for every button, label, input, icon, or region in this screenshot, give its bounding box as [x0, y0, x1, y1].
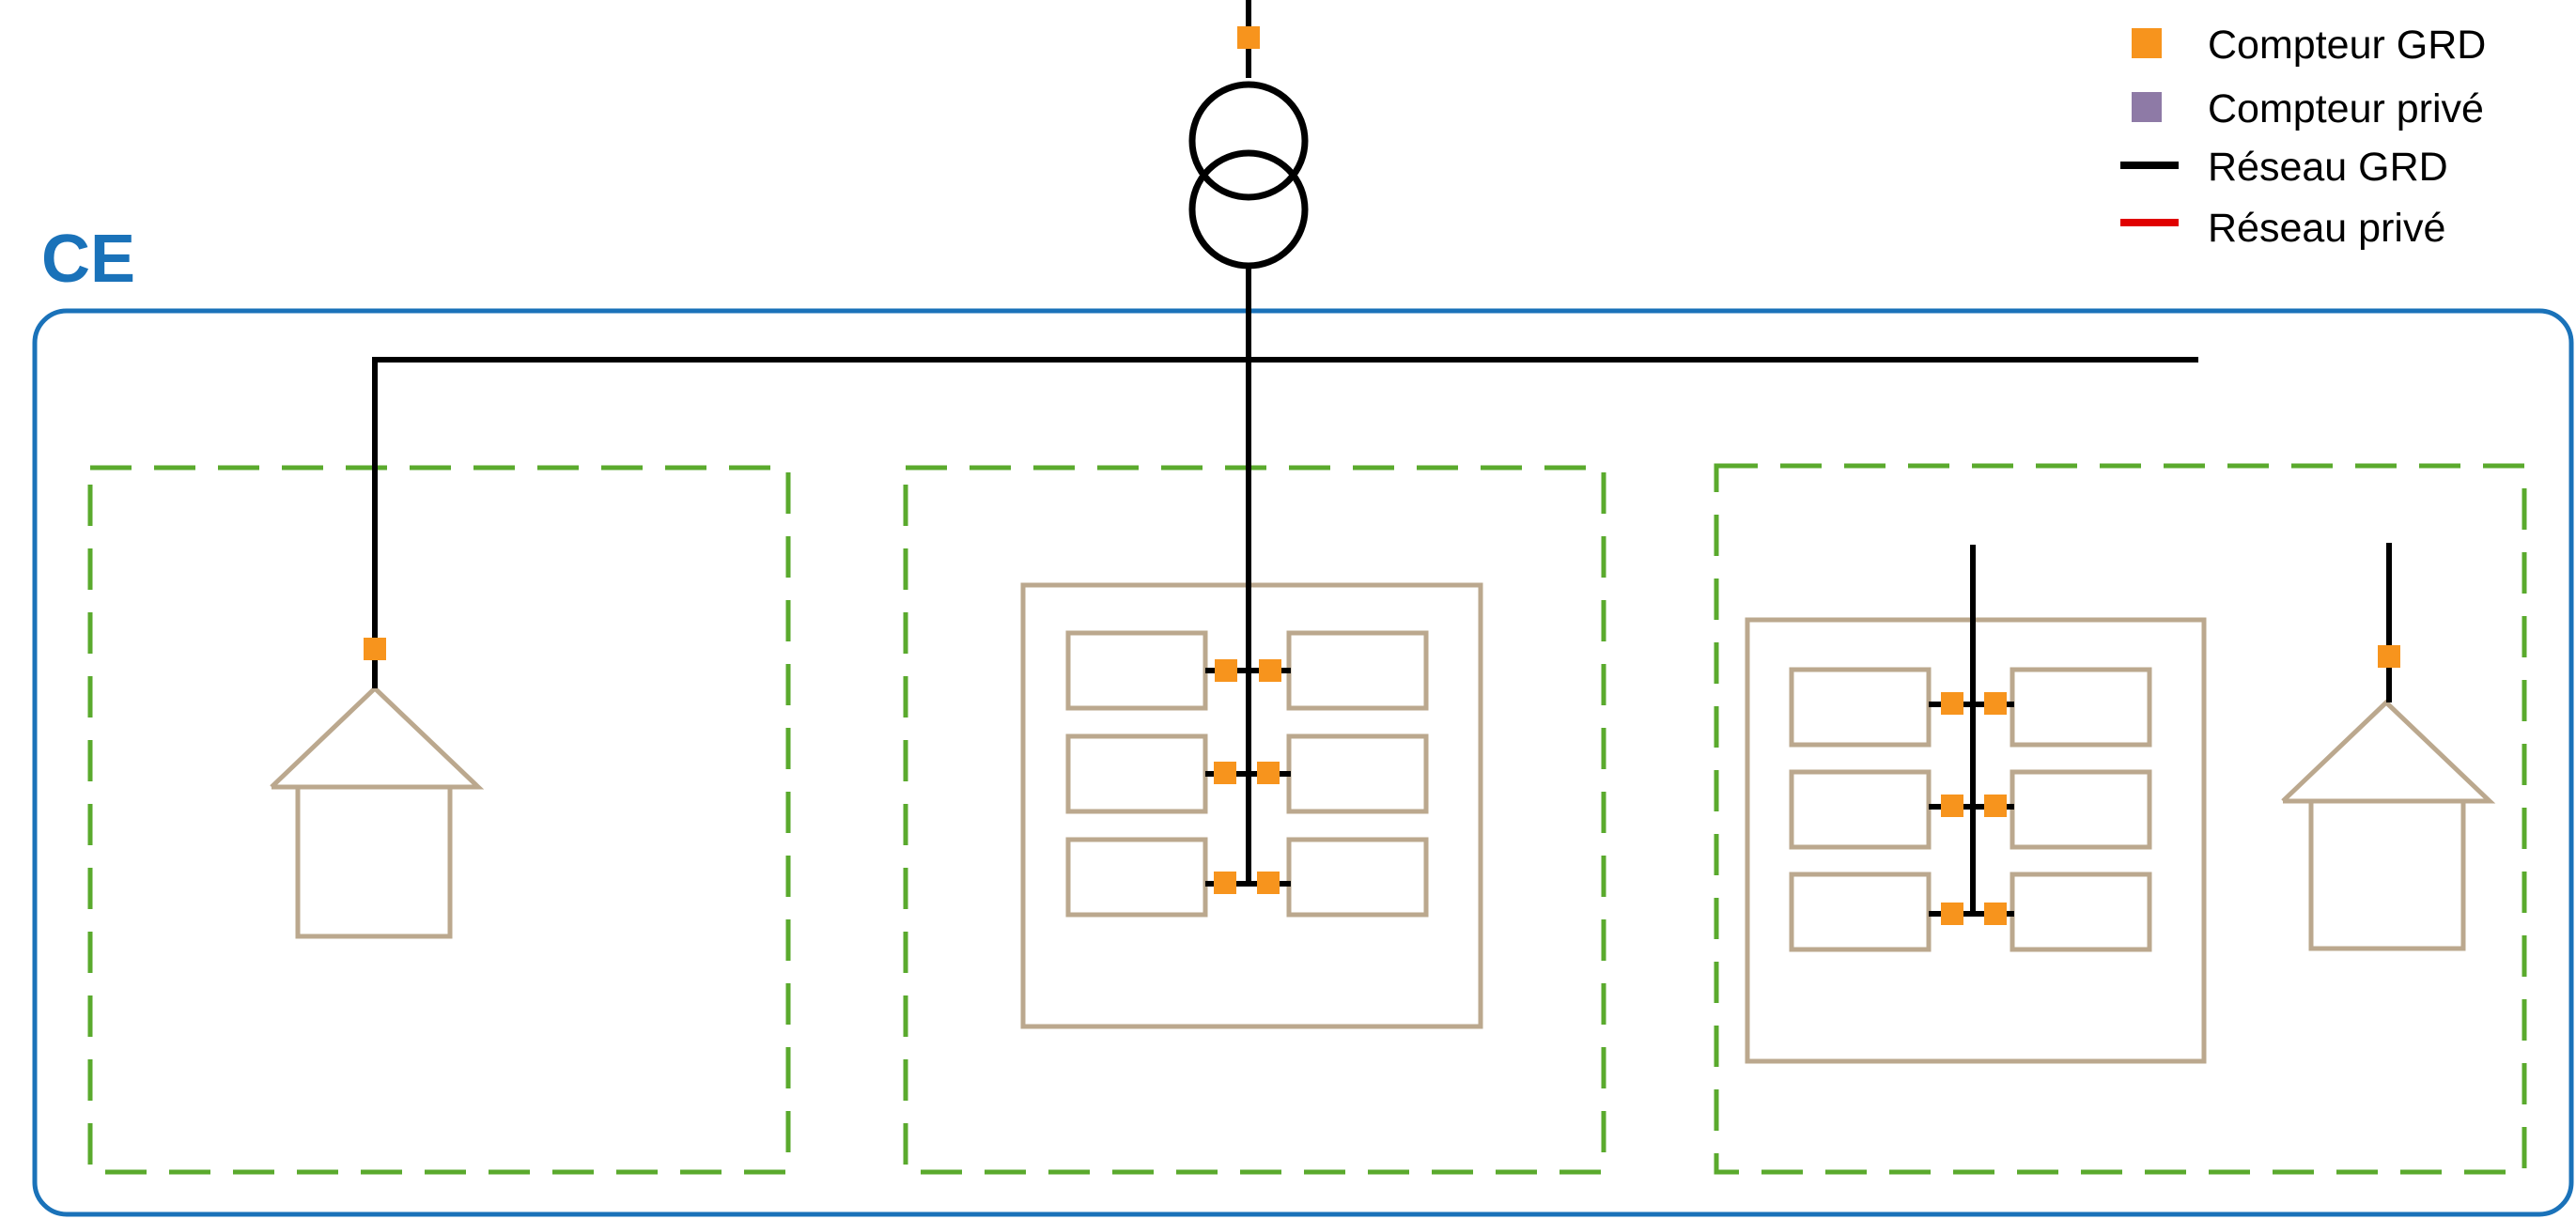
meter-icon [1214, 872, 1236, 894]
transformer-icon [1188, 81, 1309, 270]
zone-left [87, 465, 791, 1175]
meter-icon [1214, 762, 1236, 784]
meter-icon [1984, 903, 2007, 925]
legend-label-network-private: Réseau privé [2208, 206, 2445, 251]
legend-label-meter-private: Compteur privé [2208, 86, 2484, 131]
meter-icon [1257, 762, 1280, 784]
meter-icon [1941, 795, 1963, 817]
meter-icon [1237, 26, 1260, 49]
meter-icon [364, 638, 386, 660]
grd-network [372, 0, 2392, 917]
legend-label-meter-grd: Compteur GRD [2208, 23, 2486, 68]
meter-icon [1257, 872, 1280, 894]
community-label: CE [41, 222, 135, 297]
grd-meters [364, 26, 2400, 925]
zone-right [1714, 463, 2527, 1175]
meter-icon [1984, 692, 2007, 715]
meter-icon [1259, 659, 1281, 682]
meter-grd-legend-icon [2132, 28, 2162, 58]
meter-icon [1984, 795, 2007, 817]
meter-private-legend-icon [2132, 92, 2162, 122]
legend-label-network-grd: Réseau GRD [2208, 145, 2448, 190]
meter-icon [1941, 692, 1963, 715]
apartment-building-icon [1020, 582, 1483, 1029]
zone-middle [903, 465, 1606, 1175]
meter-icon [2378, 645, 2400, 668]
house-icon [270, 685, 485, 939]
meter-icon [1215, 659, 1237, 682]
house-icon [2281, 699, 2496, 951]
meter-icon [1941, 903, 1963, 925]
legend: Compteur GRD Compteur privé Réseau GRD R… [2120, 23, 2486, 251]
community-boundary [32, 308, 2574, 1217]
